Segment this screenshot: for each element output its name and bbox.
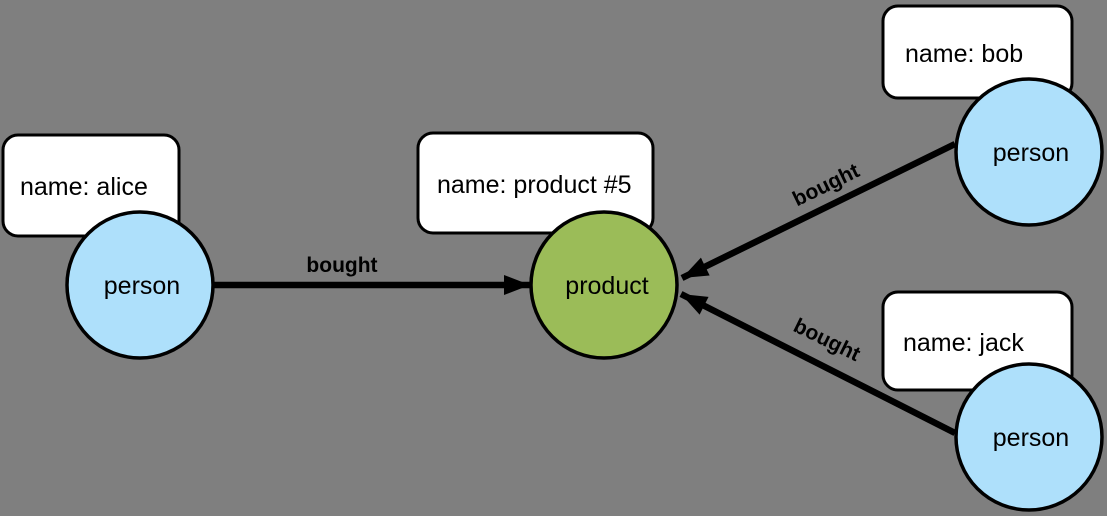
person-node-circle: [954, 77, 1104, 227]
product-node-circle: [529, 210, 679, 360]
person-node-circle: [65, 210, 215, 360]
property-text: name: alice: [20, 173, 148, 201]
node-label: product: [565, 272, 648, 300]
edge-line: [680, 141, 957, 281]
property-text: name: bob: [905, 40, 1023, 68]
property-box-rect: [416, 131, 655, 235]
node-label: person: [104, 272, 180, 300]
node-person-jack: person: [954, 362, 1104, 512]
node-person-alice: person: [65, 210, 215, 360]
node-product: product: [529, 210, 679, 360]
property-box-product: name: product #5: [416, 131, 655, 235]
property-text: name: product #5: [437, 171, 632, 199]
property-text: name: jack: [903, 329, 1024, 357]
property-box-bob: name: bob: [881, 4, 1074, 100]
node-label: person: [993, 139, 1069, 167]
edge-alice-bought-product: bought: [213, 254, 530, 295]
person-node-circle: [954, 362, 1104, 512]
node-person-bob: person: [954, 77, 1104, 227]
node-label: person: [993, 424, 1069, 452]
edge-label: bought: [306, 254, 377, 277]
edge-line: [679, 291, 957, 436]
